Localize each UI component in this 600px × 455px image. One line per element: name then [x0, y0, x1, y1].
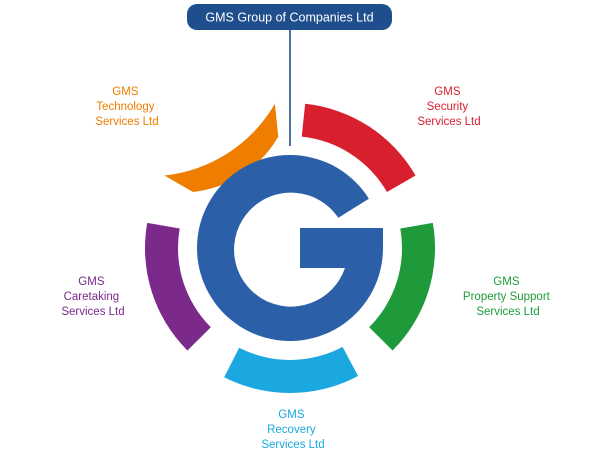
- label-caretaking-line: Caretaking: [64, 291, 120, 303]
- title-text: GMS Group of Companies Ltd: [205, 11, 373, 25]
- ring: [144, 103, 436, 394]
- label-security-line: Services Ltd: [417, 116, 480, 128]
- label-property-support-line: GMS: [493, 276, 520, 288]
- label-recovery-line: Recovery: [267, 424, 316, 436]
- segment-property-support: [369, 222, 436, 351]
- label-technology: GMS Technology Services Ltd: [95, 86, 158, 128]
- label-caretaking-line: Services Ltd: [61, 306, 124, 318]
- segment-security: [301, 103, 416, 192]
- label-technology-line: Technology: [96, 101, 154, 113]
- label-property-support-line: Services Ltd: [476, 306, 539, 318]
- label-property-support-line: Property Support: [463, 291, 551, 303]
- label-security-line: Security: [427, 101, 469, 113]
- label-technology-line: Services Ltd: [95, 116, 158, 128]
- g-logo-icon: [197, 155, 383, 342]
- segment-recovery: [224, 346, 359, 394]
- label-recovery: GMS Recovery Services Ltd: [261, 409, 324, 451]
- label-property-support: GMS Property Support Services Ltd: [463, 276, 553, 318]
- label-caretaking-line: GMS: [78, 276, 105, 288]
- segment-caretaking: [144, 222, 211, 351]
- label-technology-line: GMS: [112, 86, 139, 98]
- title-pill: [187, 4, 392, 30]
- label-security: GMS Security Services Ltd: [417, 86, 480, 128]
- label-recovery-line: GMS: [278, 409, 305, 421]
- label-recovery-line: Services Ltd: [261, 439, 324, 451]
- segment-technology: [164, 103, 279, 192]
- label-security-line: GMS: [434, 86, 461, 98]
- title-badge: GMS Group of Companies Ltd: [187, 4, 392, 30]
- label-caretaking: GMS Caretaking Services Ltd: [61, 276, 124, 318]
